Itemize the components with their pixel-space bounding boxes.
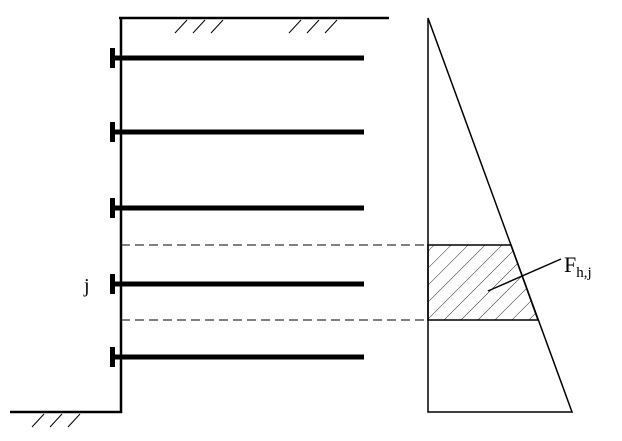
anchor-1 — [110, 48, 364, 68]
anchor-5 — [110, 347, 364, 367]
anchor-2 — [110, 122, 364, 142]
force-leader-line — [487, 258, 562, 292]
anchor-index-label: j — [83, 275, 90, 297]
ground-hatch-bottom — [31, 413, 81, 428]
ground-hatch-top — [174, 19, 338, 34]
anchor-j — [110, 274, 364, 294]
anchor-3 — [110, 198, 364, 218]
tributary-force-area — [427, 244, 540, 321]
earth-pressure-diagram — [427, 17, 574, 413]
force-label: Fh,j — [564, 252, 592, 281]
